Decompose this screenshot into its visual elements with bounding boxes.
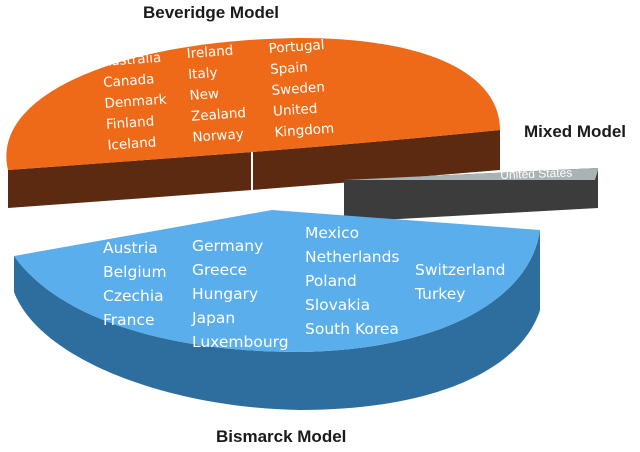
country-label: Sweden [271, 79, 326, 99]
mixed-slice-top [344, 168, 598, 180]
mixed-slice-side [344, 168, 598, 222]
beveridge-slice-side-right [252, 130, 500, 190]
country-label: Switzerland [415, 261, 506, 279]
country-label: Norway [191, 126, 245, 146]
country-label: Austria [103, 239, 158, 257]
country-label: Portugal [268, 37, 326, 57]
beveridge-column-1: Australia Canada Denmark Finland Iceland [101, 48, 170, 157]
bismarck-slice-side [14, 230, 540, 410]
country-label: South Korea [305, 320, 399, 338]
country-label: Japan [192, 309, 236, 327]
bismarck-slice-top [14, 210, 540, 352]
beveridge-column-3: Portugal Spain Sweden United Kingdom [268, 35, 335, 144]
country-label: Germany [192, 237, 264, 255]
country-label: Luxembourg [192, 333, 289, 351]
bismarck-column-3: Mexico Netherlands Poland Slovakia South… [305, 221, 399, 341]
country-label: Czechia [103, 287, 164, 305]
country-label: Hungary [192, 285, 259, 303]
bismarck-column-2: Germany Greece Hungary Japan Luxembourg [192, 234, 289, 354]
country-label: Slovakia [305, 296, 371, 314]
beveridge-slice-top [6, 38, 500, 170]
country-label: Belgium [103, 263, 167, 281]
country-label: Ireland [186, 42, 234, 62]
country-label: Netherlands [305, 248, 400, 266]
country-label: Poland [305, 272, 357, 290]
mixed-country-label: United States [500, 165, 573, 182]
bismarck-column-4: Switzerland Turkey [415, 258, 505, 306]
bismarck-model-title: Bismarck Model [216, 427, 347, 446]
beveridge-slice-side [8, 152, 252, 208]
country-label: Iceland [106, 134, 157, 154]
country-label: Greece [192, 261, 248, 279]
country-label: Turkey [415, 285, 466, 303]
country-label: Kingdom [273, 120, 335, 141]
country-label: Australia [101, 49, 162, 70]
country-label: France [103, 311, 155, 329]
country-label: Denmark [104, 91, 168, 112]
beveridge-model-title: Beveridge Model [143, 3, 280, 22]
country-label: Mexico [305, 224, 360, 242]
beveridge-column-2: Ireland Italy New Zealand Norway [186, 40, 248, 149]
bismarck-column-1: Austria Belgium Czechia France [103, 236, 167, 332]
mixed-model-title: Mixed Model [524, 122, 627, 141]
